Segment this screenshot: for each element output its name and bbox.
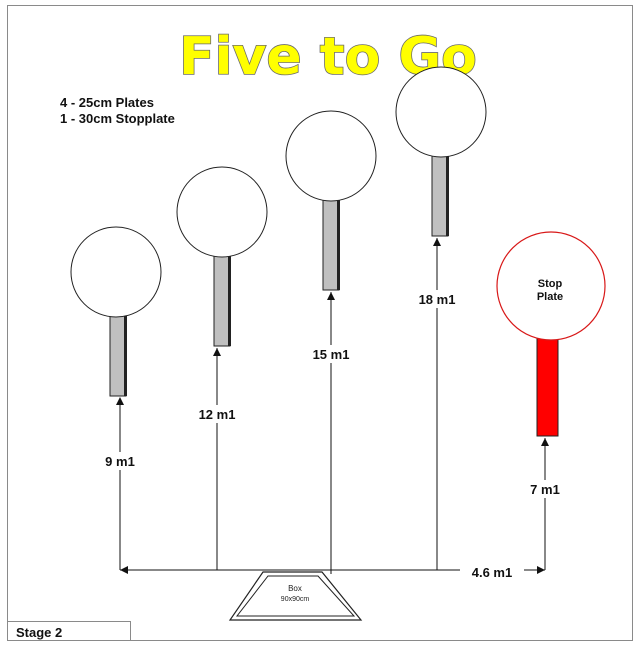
arrow-right-icon	[537, 566, 545, 574]
plate-target-3	[285, 110, 377, 291]
plate-target-4	[395, 66, 487, 237]
plate-post	[213, 253, 231, 347]
label-bg	[523, 480, 567, 498]
steel-plate	[285, 110, 377, 202]
plate-target-1	[70, 226, 162, 397]
distance-label-1: 9 m1	[105, 454, 135, 469]
plate-post	[431, 143, 449, 237]
distance-label-4: 18 m1	[419, 292, 456, 307]
stop-plate-label-2: Plate	[537, 291, 563, 303]
distance-label-2: 12 m1	[199, 407, 236, 422]
box-label-2: 90x90cm	[281, 596, 310, 603]
arrow-up-icon	[541, 438, 549, 446]
stage-number: Stage 2	[8, 621, 131, 641]
box-label-1: Box	[288, 584, 302, 593]
distance-labels: 9 m1 12 m1 15 m1 18 m1 7 m1 4.6 m1	[100, 290, 567, 580]
post-shadow	[228, 254, 231, 346]
note-stopplate: 1 - 30cm Stopplate	[60, 111, 175, 126]
label-bg	[307, 345, 355, 363]
plate-target-2	[176, 166, 268, 347]
note-plates: 4 - 25cm Plates	[60, 95, 154, 110]
arrow-up-icon	[116, 397, 124, 405]
plate-post	[109, 303, 127, 397]
arrow-left-icon	[120, 566, 128, 574]
distance-label-lateral: 4.6 m1	[472, 565, 512, 580]
steel-plate	[176, 166, 268, 258]
label-bg	[413, 290, 461, 308]
distance-label-3: 15 m1	[313, 347, 350, 362]
post-shadow	[337, 198, 340, 290]
stop-plate-post	[536, 327, 559, 437]
box-inner	[235, 575, 356, 617]
stop-plate	[496, 231, 606, 341]
post-shadow	[446, 144, 449, 236]
label-bg	[460, 562, 524, 580]
steel-plate	[395, 66, 487, 158]
arrow-heads	[116, 238, 549, 574]
diagram-frame	[7, 5, 633, 641]
plate-post	[322, 197, 340, 291]
label-bg	[193, 405, 241, 423]
label-bg	[100, 452, 140, 470]
arrow-up-icon	[327, 292, 335, 300]
arrow-up-icon	[213, 348, 221, 356]
steel-plate	[70, 226, 162, 318]
distance-label-5: 7 m1	[530, 482, 560, 497]
stop-plate-target: Stop Plate	[496, 231, 606, 437]
arrow-up-icon	[433, 238, 441, 246]
post-shadow	[124, 304, 127, 396]
shooting-box: Box 90x90cm	[228, 571, 363, 621]
stop-plate-label-1: Stop	[538, 278, 563, 290]
